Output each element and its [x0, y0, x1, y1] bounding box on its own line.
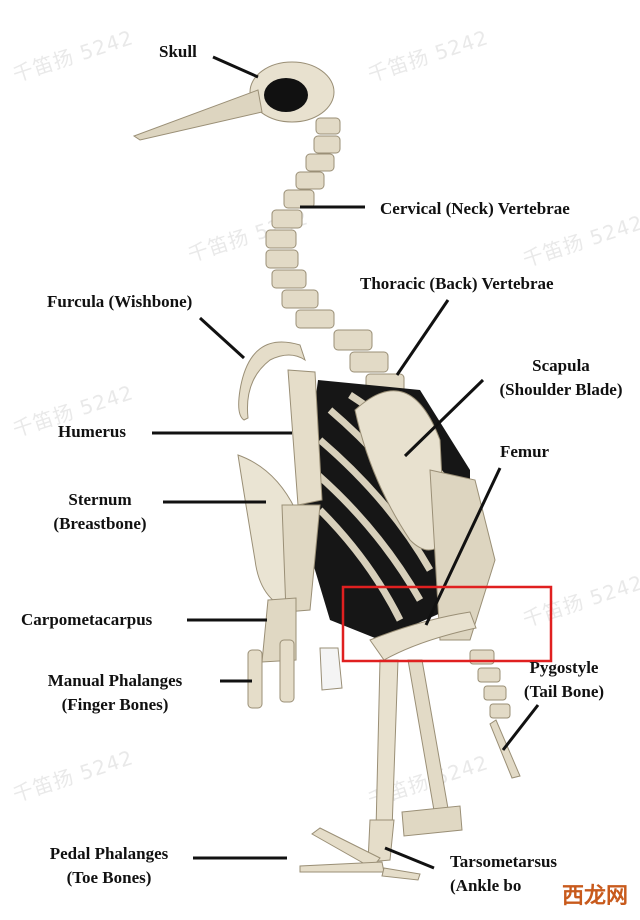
scapula-bone — [354, 390, 446, 551]
finger-bone-2 — [279, 639, 295, 703]
label-pygostyle: Pygostyle (Tail Bone) — [506, 656, 622, 704]
label-scapula-name: Scapula — [532, 356, 590, 375]
furcula-bone — [238, 341, 306, 421]
skull-leader-line — [212, 55, 259, 79]
label-furcula: Furcula (Wishbone) — [47, 292, 193, 311]
label-sternum: Sternum (Breastbone) — [40, 488, 160, 536]
label-humerus: Humerus — [58, 422, 126, 441]
thoracic-leader-line — [395, 299, 450, 376]
label-manual-phalanges: Manual Phalanges (Finger Bones) — [30, 669, 200, 717]
label-scapula: Scapula (Shoulder Blade) — [486, 354, 636, 402]
skeleton — [132, 61, 521, 881]
pygostyle-leader-line — [501, 704, 540, 751]
label-carpometacarpus: Carpometacarpus — [21, 610, 153, 629]
label-tarsometarsus-name: Tarsometarsus — [450, 852, 558, 871]
femur-bone — [369, 611, 477, 661]
femur-leader-line — [424, 467, 502, 626]
rear-foot-bones — [401, 805, 463, 837]
label-manual-phalanges-common: (Finger Bones) — [61, 695, 169, 714]
label-cervical-vertebrae: Cervical (Neck) Vertebrae — [380, 199, 570, 218]
label-tarsometarsus-common: (Ankle bo — [450, 876, 522, 895]
label-scapula-common: (Shoulder Blade) — [499, 380, 623, 399]
label-pedal-phalanges-name: Pedal Phalanges — [49, 844, 169, 863]
beak-bone — [132, 89, 263, 141]
label-manual-phalanges-name: Manual Phalanges — [47, 671, 183, 690]
label-sternum-name: Sternum — [68, 490, 132, 509]
tarsometarsus-leader-line — [384, 846, 435, 870]
humerus-bone — [287, 369, 323, 506]
label-pedal-phalanges-common: (Toe Bones) — [66, 868, 152, 887]
femur-highlight-box — [341, 585, 553, 663]
label-sternum-common: (Breastbone) — [53, 514, 147, 533]
label-thoracic-vertebrae: Thoracic (Back) Vertebrae — [360, 274, 554, 293]
label-femur: Femur — [500, 442, 550, 461]
brand-watermark-logo: 西龙网 — [555, 876, 634, 912]
label-skull: Skull — [159, 42, 197, 61]
cervical-vertebrae-bones — [265, 117, 341, 329]
forearm-bones — [281, 504, 321, 613]
toe-bone-3 — [381, 867, 421, 881]
furcula-leader-line — [198, 316, 246, 360]
scapula-leader-line — [403, 378, 485, 458]
finger-bone-1 — [247, 649, 263, 709]
label-tarsometarsus: Tarsometarsus (Ankle bo — [450, 850, 557, 898]
label-pedal-phalanges: Pedal Phalanges (Toe Bones) — [34, 842, 184, 890]
label-pygostyle-common: (Tail Bone) — [523, 682, 605, 701]
tarsometatarsus-bone — [367, 819, 395, 863]
eye-socket — [264, 78, 308, 112]
specimen-tag — [319, 647, 343, 691]
label-pygostyle-name: Pygostyle — [529, 658, 599, 677]
